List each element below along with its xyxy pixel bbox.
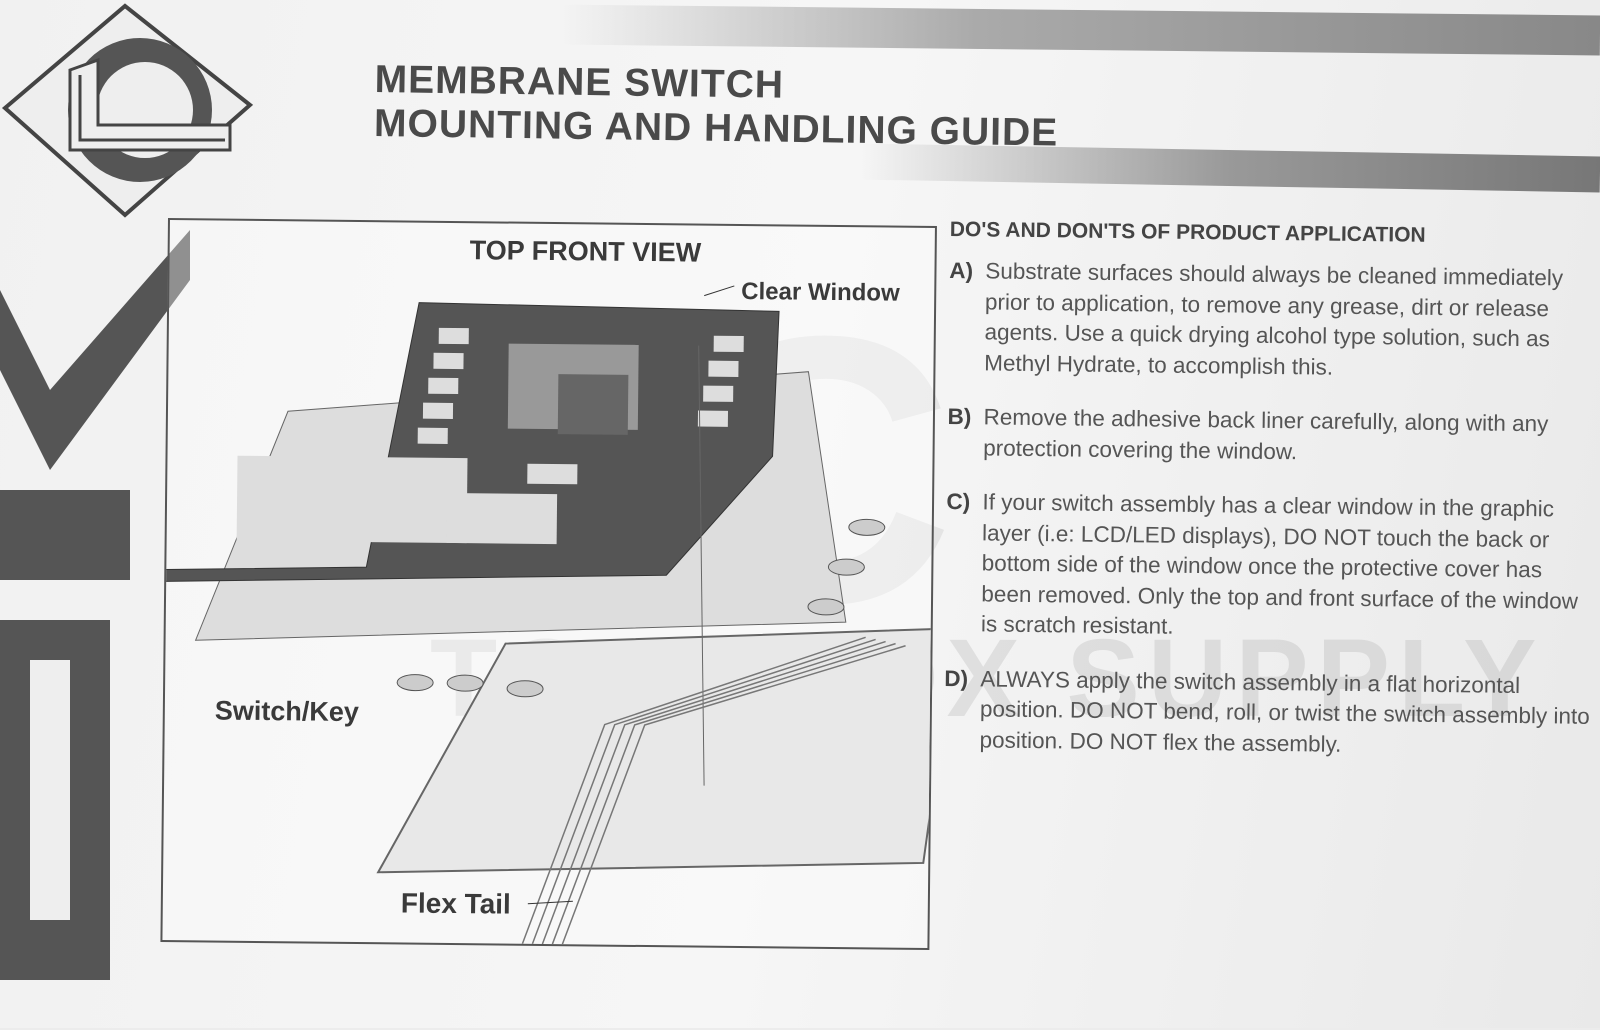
list-item: D) ALWAYS apply the switch assembly in a … [943,663,1594,762]
dos-and-donts-section: DO'S AND DON'TS OF PRODUCT APPLICATION A… [943,216,1600,787]
list-item: B) Remove the adhesive back liner careful… [947,402,1598,471]
side-graphic [0,230,190,980]
item-text: Remove the adhesive back liner carefully… [983,404,1549,464]
item-text: ALWAYS apply the switch assembly in a fl… [979,665,1590,757]
item-key: A) [949,257,974,284]
item-key: D) [944,665,969,691]
item-text: If your switch assembly has a clear wind… [980,489,1579,639]
list-item: C) If your switch assembly has a clear wi… [945,487,1597,647]
list-item: A) Substrate surfaces should always be cl… [948,256,1599,386]
item-text: Substrate surfaces should always be clea… [984,258,1564,380]
page-title: MEMBRANE SWITCH MOUNTING AND HANDLING GU… [374,58,1059,156]
item-key: C) [946,488,971,515]
company-logo [1,3,254,218]
item-key: B) [947,403,972,430]
membrane-switch-illustration [162,285,935,945]
top-front-view-diagram: TOP FRONT VIEW Clear Window Switch/Key F… [160,218,937,951]
